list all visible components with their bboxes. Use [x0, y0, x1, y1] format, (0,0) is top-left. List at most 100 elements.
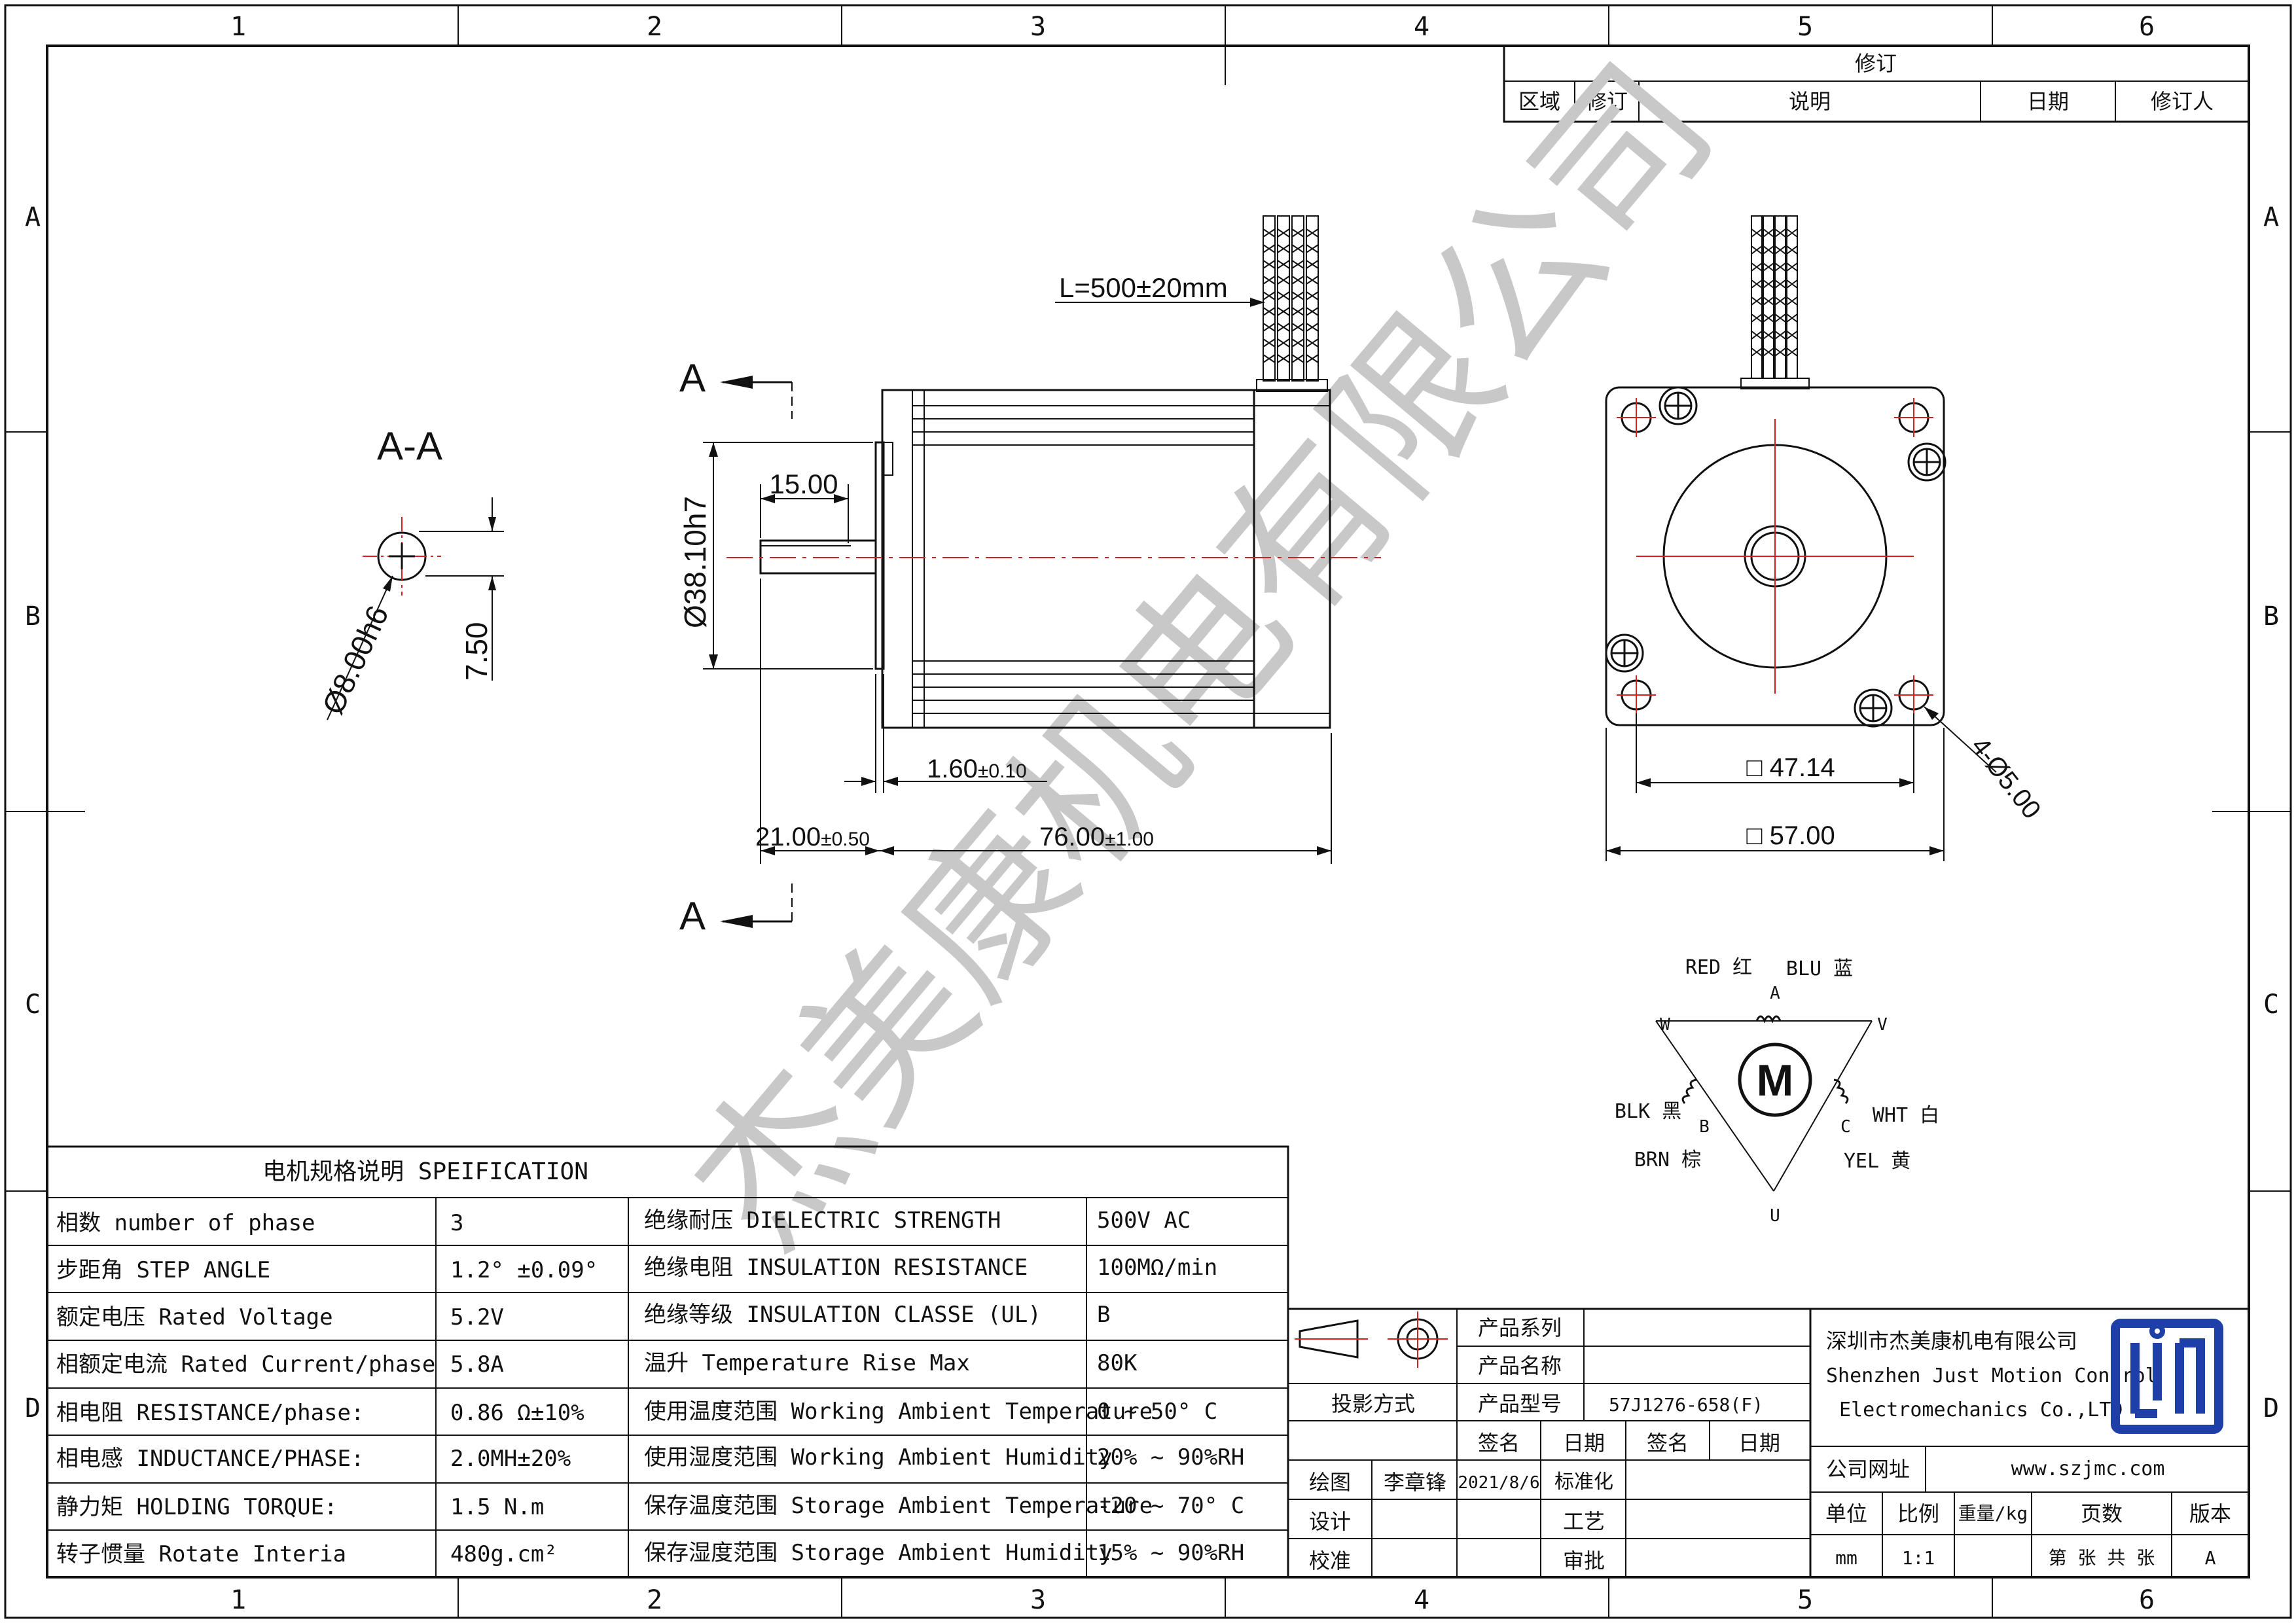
scale-value: 1:1: [1902, 1547, 1935, 1569]
motor-symbol: M: [1757, 1056, 1794, 1105]
spec-key: 相电阻 RESISTANCE/phase:: [56, 1400, 364, 1426]
spec-value: 0.86 Ω±10%: [450, 1400, 584, 1426]
wire-label-yel: YEL 黄: [1844, 1150, 1910, 1173]
projection-symbol-icon: [1295, 1311, 1448, 1368]
flange-size-dim: □ 57.00: [1746, 821, 1835, 850]
row-label-c-right: C: [2263, 990, 2279, 1020]
spec-key: 使用温度范围 Working Ambient Temperature: [644, 1399, 1153, 1425]
revision-header-desc: 说明: [1789, 89, 1831, 114]
spec-value: 5.8A: [450, 1351, 504, 1378]
phase-c-label: C: [1840, 1117, 1851, 1137]
process-label: 工艺: [1563, 1509, 1605, 1534]
spec-value: 1.2° ±0.09°: [450, 1257, 598, 1283]
col-label-5: 5: [1797, 12, 1813, 42]
spec-value: 5.2V: [450, 1304, 504, 1330]
title-block: 产品系列 产品名称 投影方式 产品型号 57J1276-658(F) 签名 日期…: [1287, 1308, 2250, 1578]
revision-header-rev: 修订: [1586, 89, 1628, 114]
row-label-a-right: A: [2263, 202, 2279, 232]
draw-label: 绘图: [1309, 1470, 1351, 1495]
row-label-c: C: [25, 990, 41, 1020]
spec-key: 保存温度范围 Storage Ambient Temperature: [644, 1493, 1153, 1519]
col-label-2-bottom: 2: [647, 1585, 662, 1615]
spec-value: 100MΩ/min: [1097, 1255, 1217, 1281]
scale-label: 比例: [1897, 1501, 1939, 1526]
spec-value: 20% ~ 90%RH: [1097, 1444, 1244, 1471]
company-name-en-2: Electromechanics Co.,LTD: [1839, 1399, 2123, 1421]
wire-label-brn: BRN 棕: [1634, 1149, 1701, 1171]
unit-value: mm: [1835, 1547, 1857, 1569]
body-length-value: 76.00: [1039, 823, 1105, 851]
version-value: A: [2205, 1547, 2216, 1569]
unit-label: 单位: [1825, 1501, 1867, 1526]
spec-key: 步距角 STEP ANGLE: [56, 1257, 270, 1283]
watermark: 杰美康机电有限公司: [656, 31, 1748, 1281]
col-label-3-bottom: 3: [1030, 1585, 1046, 1615]
row-label-a: A: [25, 202, 41, 232]
revision-header-reviser: 修订人: [2151, 89, 2214, 114]
section-view-label: A-A: [377, 424, 442, 468]
spec-key: 绝缘耐压 DIELECTRIC STRENGTH: [644, 1207, 1001, 1234]
spec-value: 3: [450, 1210, 463, 1236]
spec-value: -20 ~ 70° C: [1097, 1493, 1244, 1519]
wire-label-wht: WHT 白: [1873, 1104, 1939, 1127]
drawer-name: 李章锋: [1384, 1470, 1446, 1495]
col-label-2: 2: [647, 12, 662, 42]
flange-thickness-value: 1.60: [927, 755, 978, 783]
spec-table-title: 电机规格说明 SPEIFICATION: [262, 1158, 588, 1185]
draw-date: 2021/8/6: [1458, 1473, 1539, 1493]
flange-thickness-tol: ±0.10: [978, 760, 1027, 782]
spec-key: 绝缘等级 INSULATION CLASSE (UL): [644, 1302, 1041, 1328]
spec-value: 480g.cm²: [450, 1541, 558, 1567]
zone-labels: 1 2 3 4 5 6 1 2 3 4 5 6 A B C D A B C D: [25, 12, 2279, 1615]
spec-key: 保存湿度范围 Storage Ambient Humidity: [644, 1540, 1113, 1566]
flat-depth-dim: 7.50: [459, 622, 493, 681]
date-label-2: 日期: [1738, 1431, 1780, 1455]
wire-label-blu: BLU 蓝: [1786, 957, 1853, 980]
row-label-d: D: [25, 1393, 41, 1423]
section-view-a-a: A-A 7.50 Ø8.00h6: [315, 424, 504, 721]
spec-key: 相电感 INDUCTANCE/PHASE:: [56, 1446, 364, 1472]
pilot-diameter-dim: Ø38.10h7: [678, 496, 712, 628]
hole-spacing-dim: □ 47.14: [1746, 753, 1835, 782]
standard-label: 标准化: [1554, 1471, 1613, 1493]
shaft-length-value: 21.00: [755, 823, 821, 851]
spec-key: 绝缘电阻 INSULATION RESISTANCE: [644, 1255, 1028, 1281]
sign-label: 签名: [1478, 1431, 1520, 1455]
spec-value: 0 ~ 50° C: [1097, 1399, 1217, 1425]
spec-key: 使用湿度范围 Working Ambient Humidity: [644, 1444, 1113, 1471]
body-length-dim: 76.00±1.00: [1039, 823, 1154, 851]
row-label-b: B: [25, 601, 41, 632]
body-length-tol: ±1.00: [1105, 829, 1154, 850]
phase-w-label: W: [1660, 1015, 1670, 1035]
spec-key: 相额定电流 Rated Current/phase: [56, 1351, 435, 1378]
phase-b-label: B: [1699, 1117, 1710, 1137]
website-value: www.szjmc.com: [2011, 1457, 2165, 1480]
spec-value: 80K: [1097, 1350, 1138, 1376]
phase-a-label: A: [1770, 984, 1780, 1003]
revision-title: 修订: [1855, 51, 1897, 76]
flat-length-dim: 15.00: [769, 469, 838, 499]
col-label-6: 6: [2139, 12, 2155, 42]
phase-u-label: U: [1770, 1206, 1780, 1226]
holes-dim: 4-Ø5.00: [1965, 732, 2047, 824]
spec-value: B: [1097, 1302, 1110, 1328]
row-label-d-right: D: [2263, 1393, 2279, 1423]
revision-header-date: 日期: [2027, 89, 2069, 114]
cut-marker-bottom: A: [679, 894, 706, 938]
version-label: 版本: [2189, 1501, 2231, 1526]
shaft-length-dim: 21.00±0.50: [755, 823, 870, 851]
col-label-5-bottom: 5: [1797, 1585, 1813, 1615]
check-label: 校准: [1309, 1548, 1351, 1573]
projection-label: 投影方式: [1331, 1391, 1415, 1416]
pages-label: 页数: [2081, 1501, 2123, 1526]
spec-value: 15% ~ 90%RH: [1097, 1540, 1244, 1566]
col-label-1: 1: [230, 12, 246, 42]
wire-label-red: RED 红: [1685, 956, 1752, 979]
wiring-diagram: M RED 红 BLU 蓝 BLK 黑 BRN 棕 WHT 白 YEL 黄 A …: [1615, 956, 1939, 1226]
spec-table: 电机规格说明 SPEIFICATION 相数 number of phase 3…: [46, 1145, 1289, 1578]
phase-v-label: V: [1877, 1015, 1888, 1035]
product-model-label: 产品型号: [1478, 1391, 1562, 1416]
weight-label: 重量/kg: [1958, 1503, 2028, 1524]
shaft-length-tol: ±0.50: [821, 829, 870, 850]
wire-label-blk: BLK 黑: [1615, 1100, 1681, 1123]
